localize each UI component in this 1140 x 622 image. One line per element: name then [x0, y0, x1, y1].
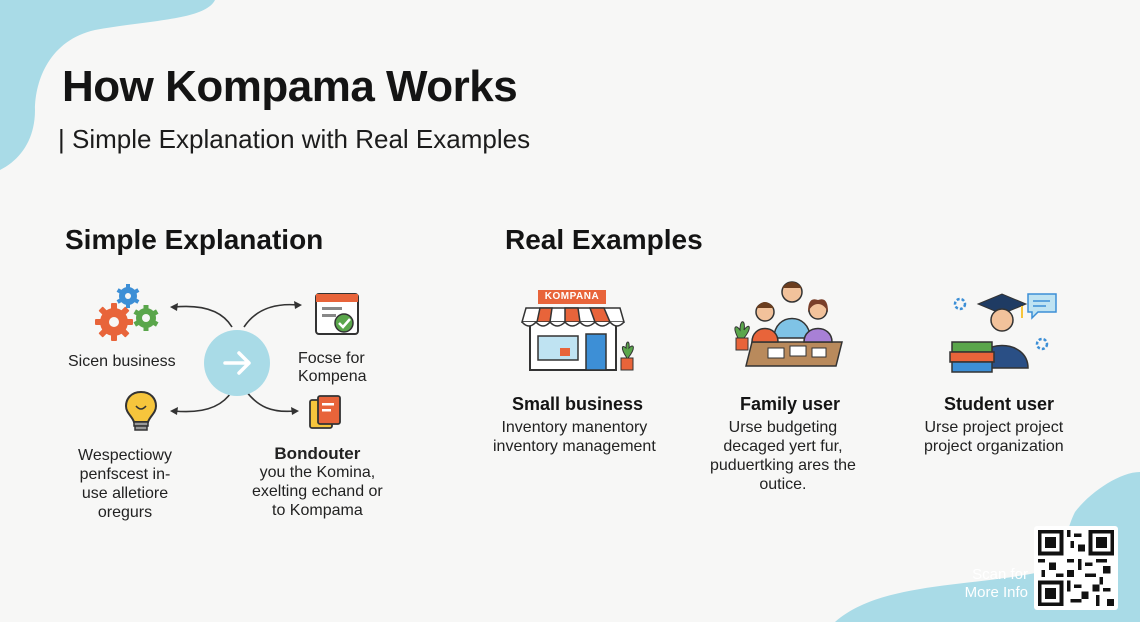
example-family-user-line-3: puduertking ares the: [710, 457, 856, 474]
example-student-user-desc: Urse project project project organizatio…: [924, 418, 1064, 456]
qr-caption-line-1: Scan for: [972, 566, 1028, 583]
example-small-business-line-1: Inventory manentory: [501, 419, 648, 436]
qr-caption-line-2: More Info: [964, 584, 1028, 601]
gears-icon: [95, 284, 159, 341]
page-title: How Kompama Works: [62, 62, 518, 111]
explanation-item-3-line-4: oregurs: [97, 504, 153, 521]
example-student-user-line-1: Urse project project: [924, 419, 1064, 436]
student-icon: [949, 293, 1057, 373]
explanation-item-4: Bondouter you the Komina, exelting echan…: [252, 444, 383, 520]
store-sign: KOMPANA: [544, 291, 600, 302]
explanation-item-4-line-1: you the Komina,: [259, 464, 376, 481]
qr-caption: Scan for More Info: [965, 566, 1028, 602]
qr-code-icon[interactable]: [1034, 526, 1118, 610]
flow-connectors: [170, 301, 302, 415]
files-icon: [309, 395, 341, 429]
explanation-item-4-line-2: exelting echand or: [252, 483, 383, 500]
explanation-item-3-line-3: use alletiore: [81, 485, 169, 502]
simple-explanation-heading: Simple Explanation: [65, 224, 324, 255]
document-checklist-icon: [315, 293, 359, 335]
example-family-user-line-2: decaged yert fur,: [723, 438, 843, 455]
explanation-item-3-line-2: penfscest in-: [79, 466, 171, 483]
example-family-user-line-4: outice.: [759, 476, 807, 493]
explanation-item-3-line-1: Wespectiowy: [78, 447, 172, 464]
real-examples-heading: Real Examples: [505, 224, 703, 255]
page-subtitle: | Simple Explanation with Real Examples: [58, 124, 531, 154]
example-small-business-title: Small business: [512, 394, 644, 414]
explanation-item-3: Wespectiowy penfscest in- use alletiore …: [78, 446, 172, 522]
example-family-user-title: Family user: [740, 394, 841, 414]
explanation-item-4-line-3: to Kompama: [272, 502, 363, 519]
family-icon: [734, 281, 843, 367]
example-small-business-desc: Inventory manentory inventory management: [493, 418, 656, 456]
example-family-user-line-1: Urse budgeting: [728, 419, 838, 436]
lightbulb-icon: [124, 390, 158, 431]
example-small-business-line-2: inventory management: [493, 438, 656, 455]
corner-blob-top-left: [0, 0, 215, 170]
example-student-user-title: Student user: [944, 394, 1055, 414]
storefront-icon: [521, 290, 634, 371]
explanation-item-4-title: Bondouter: [274, 444, 361, 463]
explanation-item-1: Sicen business: [68, 353, 176, 370]
explanation-item-2-line-2: Kompena: [298, 368, 367, 385]
arrow-right-icon: [223, 351, 251, 375]
example-family-user-desc: Urse budgeting decaged yert fur, puduert…: [710, 418, 856, 494]
explanation-item-2-line-1: Focse for: [298, 350, 365, 367]
example-student-user-line-2: project organization: [924, 438, 1064, 455]
explanation-item-2: Focse for Kompena: [298, 350, 367, 386]
